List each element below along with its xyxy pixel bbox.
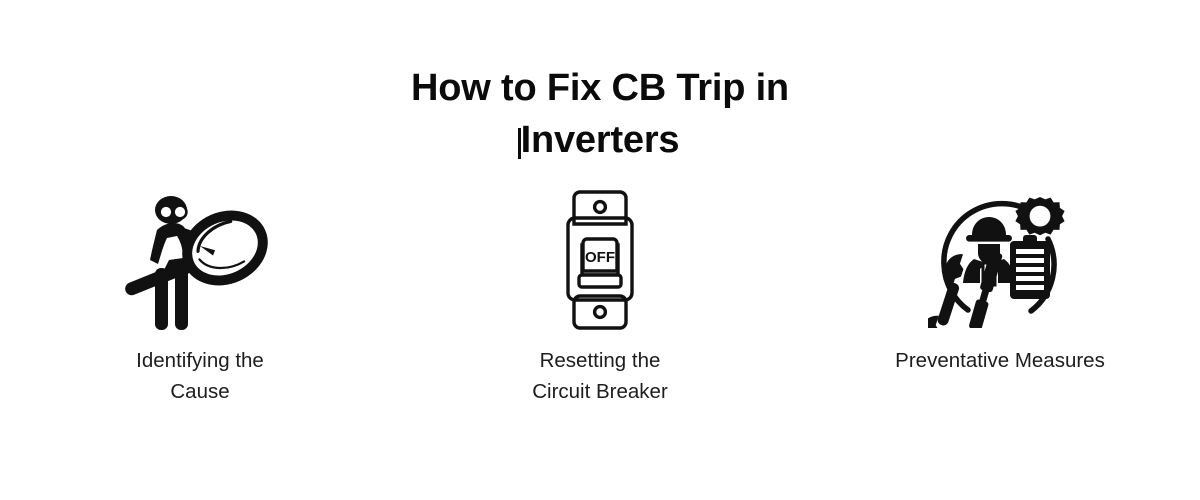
maintenance-tools-worker-icon bbox=[927, 197, 1065, 328]
step-3-icon-wrap bbox=[927, 188, 1073, 333]
step-1-icon-wrap bbox=[125, 188, 275, 333]
step-1-caption-line-1: Identifying the bbox=[136, 349, 264, 372]
title-line-2: Inverters bbox=[520, 119, 680, 161]
step-2-caption-line-1: Resetting the bbox=[539, 349, 661, 372]
step-1-caption: Identifying the Cause bbox=[136, 345, 264, 407]
title-line-1: How to Fix CB Trip in bbox=[411, 67, 789, 109]
steps-row: Identifying the Cause bbox=[0, 188, 1200, 407]
step-3-caption: Preventative Measures bbox=[895, 345, 1105, 376]
title-glyph-artifact bbox=[518, 128, 521, 159]
step-item-identifying-the-cause: Identifying the Cause bbox=[35, 188, 365, 407]
page-title: How to Fix CB Trip in Inverters bbox=[0, 62, 1200, 166]
step-3-caption-line-1: Preventative Measures bbox=[895, 349, 1105, 372]
step-1-caption-line-2: Cause bbox=[170, 380, 230, 403]
step-2-caption: Resetting the Circuit Breaker bbox=[532, 345, 668, 407]
step-2-icon-wrap: OFF bbox=[554, 188, 646, 333]
step-2-caption-line-2: Circuit Breaker bbox=[532, 380, 668, 403]
breaker-off-label: OFF bbox=[585, 249, 615, 266]
circuit-breaker-switch-icon: OFF bbox=[566, 190, 634, 330]
person-with-magnifying-glass-icon bbox=[125, 196, 268, 330]
step-item-resetting-the-circuit-breaker: OFF Resetting the Circuit Breaker bbox=[435, 188, 765, 407]
step-item-preventative-measures: Preventative Measures bbox=[835, 188, 1165, 376]
